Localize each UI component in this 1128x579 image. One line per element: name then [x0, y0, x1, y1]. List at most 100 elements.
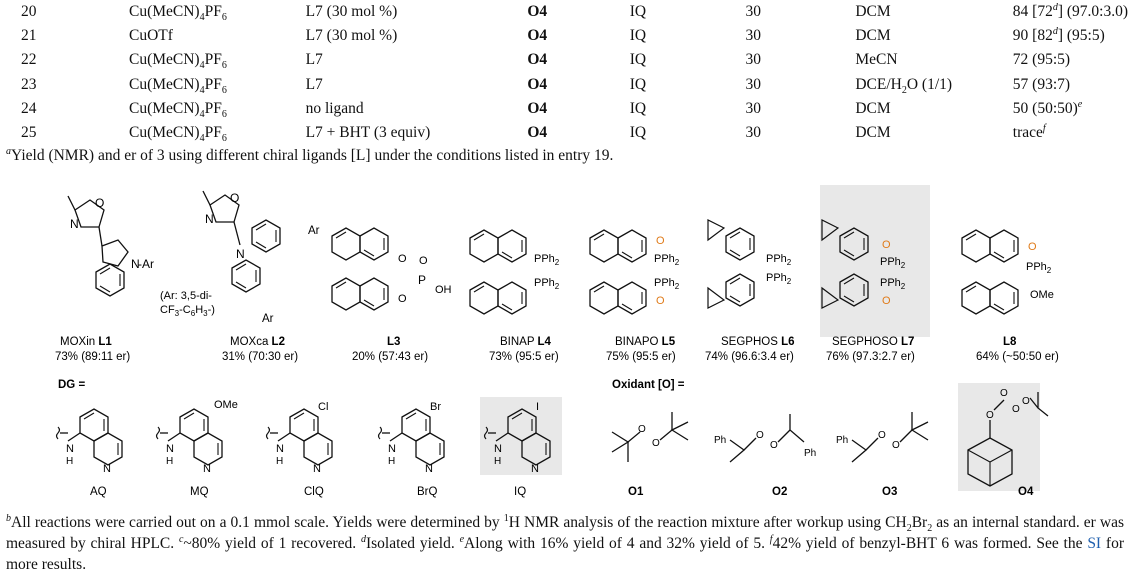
l5-pph2-1: PPh2 — [654, 253, 680, 267]
footnote-b-br: Br — [911, 514, 928, 531]
aq-n-atom: N — [66, 443, 74, 455]
footnote-e-mark: e — [459, 533, 465, 545]
ar-note-end: -) — [208, 304, 215, 316]
footnote-b-h-sup: 1 — [503, 512, 509, 524]
dg-cell: IQ — [630, 0, 746, 24]
temp-cell: 30 — [745, 0, 855, 24]
o2-code: O2 — [772, 486, 787, 498]
l4-code: L4 — [538, 336, 552, 348]
l6-result: 74% (96.6:3.4 er) — [705, 351, 794, 363]
o2-ph2: Ph — [804, 448, 816, 459]
ar-note-line1: (Ar: 3,5-di- — [160, 290, 212, 302]
o4-o2-atom: O — [1000, 388, 1008, 399]
o1-code: O1 — [628, 486, 644, 498]
temp-cell: 30 — [745, 48, 855, 72]
o2-structure: Ph O O Ph — [714, 414, 816, 463]
l8-pph2: PPh2 — [1026, 261, 1052, 275]
l2-caption-text: MOXca L2 — [230, 336, 285, 348]
brq-h-atom: H — [388, 456, 395, 467]
l8-result: 64% (~50:50 er) — [976, 351, 1059, 363]
footnote-d-mark: d — [360, 533, 366, 545]
catalyst-sub: 4 — [199, 12, 205, 24]
footnote-end-text: for more results. — [6, 535, 1125, 573]
footnote-c-mark: c — [178, 533, 184, 545]
l7-highlight-box — [820, 185, 930, 337]
l4-structure: PPh2 PPh2 — [469, 229, 560, 315]
iq-highlight-box — [480, 397, 562, 475]
l8-o-atom: O — [1028, 241, 1037, 253]
yield-post: ] (95:5) — [1057, 27, 1105, 45]
oxidant-cell: O4 — [527, 121, 629, 145]
ar-note-cf: CF — [160, 304, 175, 316]
oxidant-label: Oxidant [O] = — [612, 379, 685, 391]
l3-structure: O O P O OH — [331, 227, 452, 311]
dg-text: IQ — [629, 3, 647, 21]
l1-name: MOXin — [60, 336, 95, 348]
solvent-cell: DCM — [855, 97, 1012, 121]
brq-code: BrQ — [417, 486, 438, 498]
l7-o2-atom: O — [882, 295, 891, 307]
oxidant-cell: O4 — [527, 0, 629, 24]
iq-h-atom: H — [494, 456, 501, 467]
l4-caption-text: BINAP L4 — [500, 336, 552, 348]
ligand-cell: L7 — [306, 48, 528, 72]
dg-aq-structure: N H N — [55, 408, 123, 475]
catalyst-main: Cu(MeCN) — [128, 99, 200, 117]
l4-pph-2: PPh — [534, 277, 555, 289]
l1-caption-text: MOXin L1 — [60, 336, 112, 348]
yield-cell: 84 [72d] (97.0:3.0) — [1013, 0, 1128, 24]
iq-n-atom: N — [494, 443, 502, 455]
aq-n2-atom: N — [103, 463, 111, 475]
l7-structure: PPh2 PPh2 O O — [821, 219, 906, 309]
yield-post: ] (97.0:3.0) — [1057, 3, 1128, 21]
solvent-pre: DCM — [855, 99, 891, 117]
l3-result: 20% (57:43 er) — [352, 351, 428, 363]
l2-ar2-atom: Ar — [262, 313, 274, 325]
footnote-b-text: All reactions were carried out on a 0.1 … — [11, 514, 504, 531]
oxidant-text: O4 — [527, 99, 548, 117]
ar-note-sub2: 6 — [191, 309, 196, 318]
l8-pph-sub: 2 — [1047, 266, 1052, 275]
temp-cell: 30 — [745, 97, 855, 121]
catalyst-sub: 4 — [199, 108, 205, 120]
l7-o1-atom: O — [882, 239, 891, 251]
catalyst-tail: PF — [204, 75, 222, 93]
entry-cell: 25 — [0, 121, 129, 145]
o4-highlight-box — [958, 383, 1040, 491]
l8-code: L8 — [1003, 336, 1017, 348]
ar-note-line2: CF3-C6H3-) — [160, 304, 215, 318]
o4-o1-atom: O — [986, 410, 994, 421]
entry-number: 21 — [21, 27, 37, 45]
l2-code: L2 — [272, 336, 285, 348]
dg-text: IQ — [629, 51, 647, 69]
l5-pph-2: PPh — [654, 277, 675, 289]
o3-ph: Ph — [836, 435, 848, 446]
ligand-cell: L7 (30 mol %) — [306, 24, 528, 48]
l5-structure: PPh2 PPh2 O O — [589, 229, 680, 315]
catalyst-cell: Cu(MeCN)4PF6 — [129, 121, 306, 145]
si-link[interactable]: SI — [1087, 535, 1102, 552]
l1-n-atom: N — [70, 217, 79, 231]
temp-cell: 30 — [745, 73, 855, 97]
yield-pre: 84 [72 — [1012, 3, 1053, 21]
catalyst-cell: Cu(MeCN)4PF6 — [129, 97, 306, 121]
footnote-c-text: ~80% yield of 1 recovered. — [183, 535, 361, 552]
l5-name: BINAPO — [615, 336, 659, 348]
oxidant-text: O4 — [527, 27, 548, 45]
l2-o-atom: O — [230, 191, 239, 205]
catalyst-tail: PF — [204, 99, 222, 117]
entry-number: 25 — [21, 124, 37, 142]
l6-structure: PPh2 PPh2 — [707, 219, 792, 309]
yield-pre: 90 [82 — [1012, 27, 1053, 45]
l1-structure: O N N -Ar — [67, 195, 154, 297]
entry-cell: 24 — [0, 97, 129, 121]
temp-text: 30 — [745, 3, 761, 21]
catalyst-tail: PF — [204, 124, 222, 142]
dg-text: IQ — [629, 99, 647, 117]
o2-o1-atom: O — [756, 430, 764, 441]
o3-code: O3 — [882, 486, 897, 498]
ligand-cell: L7 + BHT (3 equiv) — [306, 121, 528, 145]
catalyst-sub2: 6 — [221, 12, 227, 24]
footnote-f-text: 42% yield of benzyl-BHT 6 was formed. Se… — [772, 535, 1088, 552]
